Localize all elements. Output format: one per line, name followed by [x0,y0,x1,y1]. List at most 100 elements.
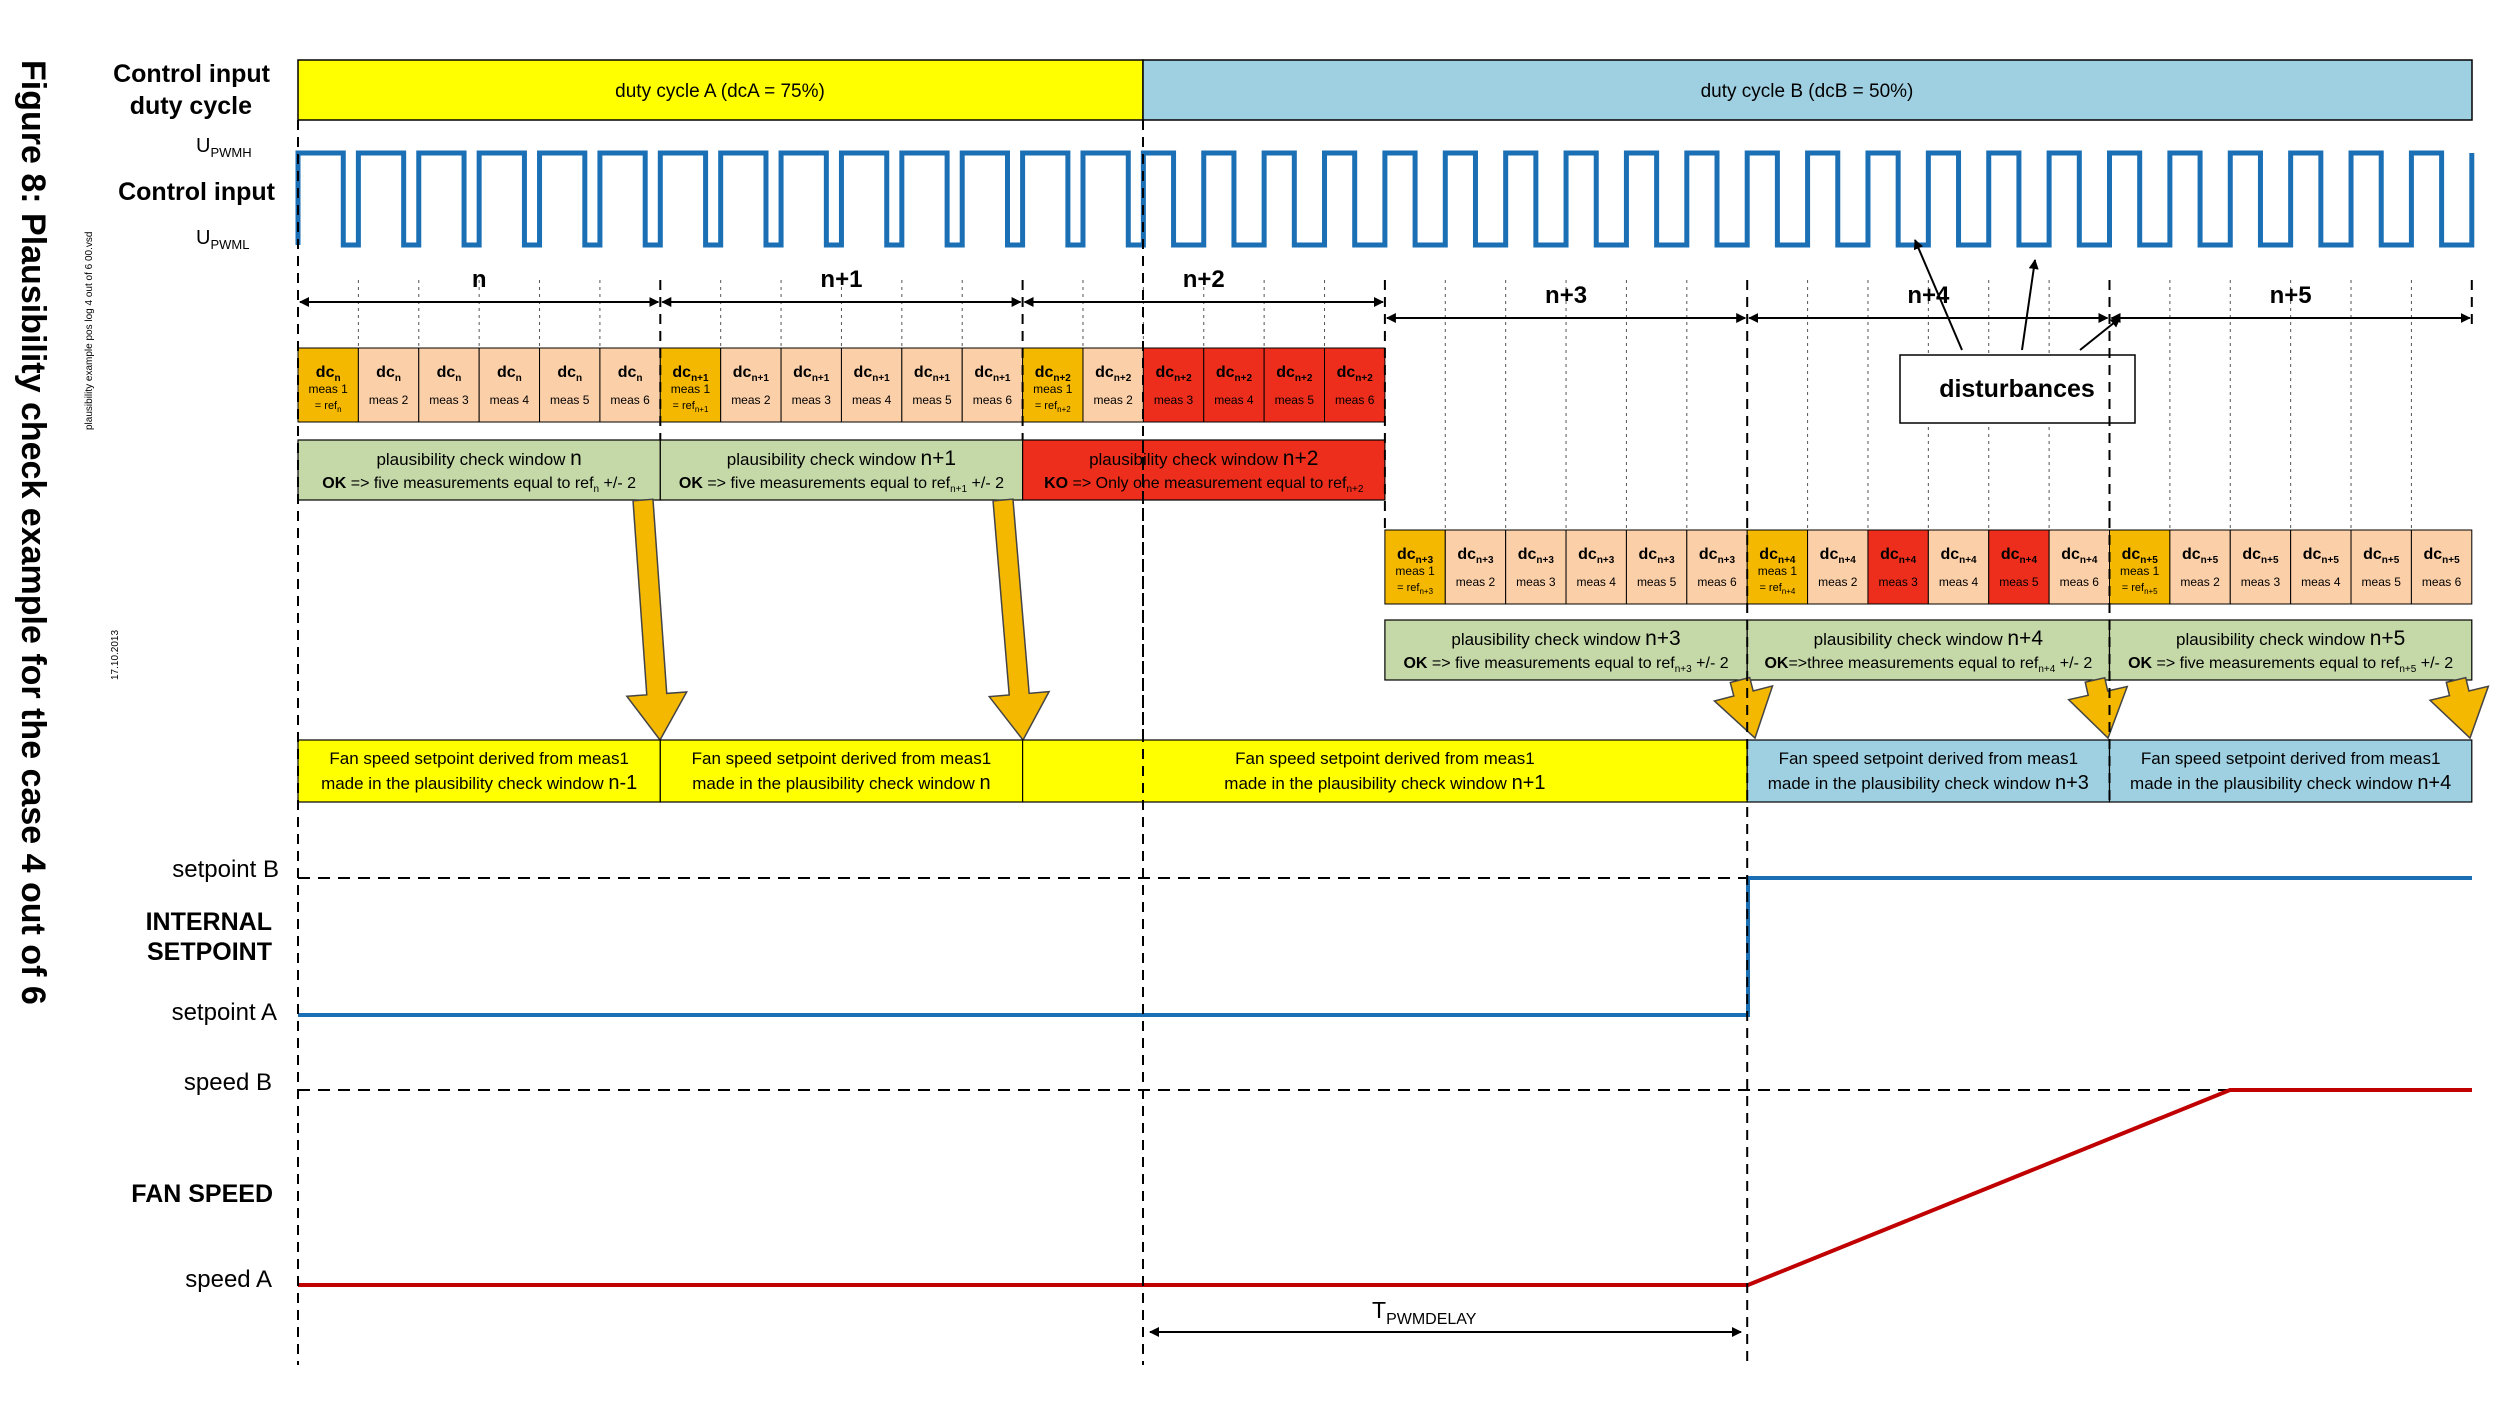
window-label-6: n+5 [2270,282,2312,309]
dc-text: dc [914,364,933,381]
dc-sub: n+5 [2382,555,2400,566]
setpoint-line1: Fan speed setpoint derived from meas1 [1235,749,1535,768]
measurement-label: meas 1 [1395,564,1435,578]
dc-text: dc [1518,546,1537,563]
measurement-dc: dcn+4 [2001,546,2038,566]
dc-text: dc [1397,546,1416,563]
ref-sub: n+1 [695,405,709,414]
measurement-dc: dcn+5 [2303,546,2340,566]
measurement-dc: dcn+1 [672,364,709,384]
dc-text: dc [2424,546,2443,563]
label-setpoint: SETPOINT [147,938,272,966]
measurement-label: meas 3 [429,393,469,407]
label-control-input: Control input [118,178,276,206]
measurement-dc: dcn+3 [1699,546,1736,566]
label-setpoint-a: setpoint A [172,999,277,1026]
check-box: plausibility check window n+2KO => Only … [1021,439,1386,501]
dc-sub: n+2 [1295,373,1313,384]
measurement-dc: dcn+3 [1397,546,1434,566]
dc-text: dc [618,364,637,381]
dc-sub: n+3 [1476,555,1494,566]
measurement-cell-bg [901,347,963,423]
dc-text: dc [1699,546,1718,563]
check-box-bg [297,439,661,501]
label-control-input-duty: Control input [113,60,271,88]
check-title: plausibility check window n+1 [727,447,956,470]
setpoint-line2-text: made in the plausibility check window [1768,774,2055,793]
measurement-cell-bg [2290,529,2352,605]
label-speed-a: speed A [185,1266,272,1293]
dc-sub: n+1 [872,373,890,384]
dc-text: dc [1337,364,1356,381]
check-ref-sub: n+2 [1346,484,1363,495]
setpoint-window: n+3 [2055,772,2089,794]
setpoint-line1: Fan speed setpoint derived from meas1 [1779,749,2079,768]
measurement-dc: dcn [497,364,522,384]
check-box-bg [1746,619,2111,681]
measurement-dc: dcn+2 [1216,364,1253,384]
setpoint-line2-text: made in the plausibility check window [692,774,979,793]
setpoint-box: Fan speed setpoint derived from meas1mad… [659,739,1024,803]
measurement-ref: = refn+3 [1397,582,1433,596]
measurement-label: meas 5 [550,393,590,407]
disturbance-arrow-3 [2079,317,2121,351]
label-fan-speed: FAN SPEED [131,1180,273,1208]
measurement-cell-bg [1686,529,1748,605]
check-ref-sub: n [594,484,600,495]
dc-text: dc [1820,546,1839,563]
measurement-dc: dcn [316,364,341,384]
measurement-dc: dcn+4 [1940,546,1977,566]
tpwm-delay-label: TPWMDELAY [1372,1297,1477,1328]
measurement-dc: dcn [618,364,643,384]
label-setpoint-b: setpoint B [172,856,279,883]
dc-sub: n+2 [1235,373,1253,384]
duty-cycle-b-label: duty cycle B (dcB = 50%) [1701,81,1914,102]
measurement-cell-bg [1565,529,1627,605]
measurement-dc: dcn+5 [2122,546,2159,566]
check-verdict: OK => five measurements equal to refn+5 … [2128,655,2453,675]
orange-arrow [987,498,1051,742]
check-verdict-word: OK [1764,655,1788,672]
dc-text: dc [1216,364,1235,381]
check-verdict-text: => five measurements equal to ref [703,475,951,492]
measurement-dc: dcn+1 [854,364,891,384]
measurement-dc: dcn+3 [1518,546,1555,566]
check-verdict-word: KO [1044,475,1068,492]
measurement-label: meas 6 [610,393,650,407]
dc-sub: n+3 [1597,555,1615,566]
measurement-dc: dcn+5 [2182,546,2219,566]
measurement-label: meas 5 [1999,575,2039,589]
file-note-name: plausibility example pos log 4 out of 6 … [84,232,95,430]
measurement-label: meas 6 [973,393,1013,407]
dc-sub: n+5 [2442,555,2460,566]
dc-sub: n [516,373,522,384]
check-title-window: n+5 [2370,627,2406,650]
measurement-dc: dcn+1 [733,364,770,384]
disturbance-arrow-2 [2021,259,2039,351]
measurement-dc: dcn+3 [1578,546,1615,566]
dc-text: dc [2303,546,2322,563]
check-verdict-text: => five measurements equal to ref [1427,655,1675,672]
measurement-cell-bg [357,347,420,423]
duty-cycle-a-bar [297,59,1144,121]
ref-text: = ref [1759,582,1782,594]
check-title-text: plausibility check window [727,450,921,469]
dc-sub: n+3 [1718,555,1736,566]
measurement-cell-bg [539,347,601,423]
dc-text: dc [2182,546,2201,563]
ref-text: = ref [1397,582,1420,594]
dc-sub: n+2 [1174,373,1192,384]
label-upwmh: UPWMH [196,135,252,160]
duty-cycle-a-label: duty cycle A (dcA = 75%) [615,81,825,102]
measurement-label: meas 3 [2241,575,2281,589]
